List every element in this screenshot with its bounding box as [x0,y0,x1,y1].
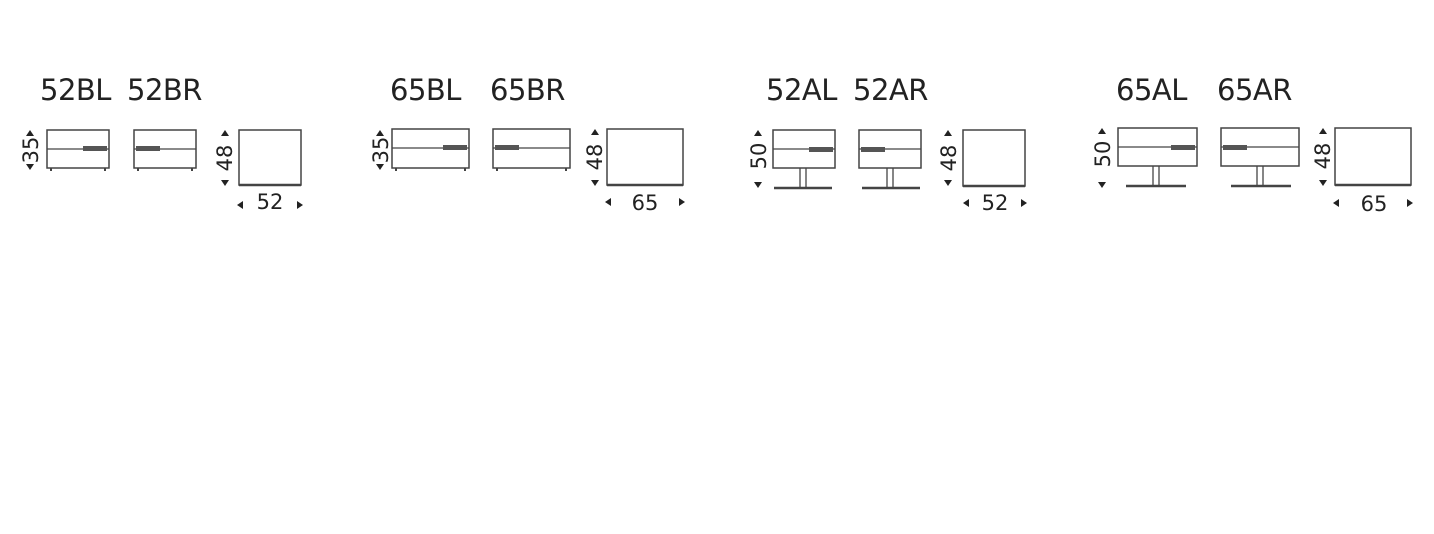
front-height-dimension: 35 [369,130,393,170]
arrow-right-icon [1021,199,1027,207]
arrow-up-icon [591,129,599,135]
arrow-up-icon [26,130,34,136]
arrow-up-icon [754,130,762,136]
variant-drawing: 35 48 65 [369,128,685,215]
width-value: 65 [1361,192,1388,216]
width-dimension: 65 [605,191,685,215]
nightstand-front-right [1220,127,1300,188]
variant-label-right: 52AR [853,73,928,107]
front-height-value: 50 [1091,141,1115,168]
side-height-value: 48 [1311,143,1335,170]
drawer-handle-icon [443,145,467,150]
front-height-dimension: 50 [747,130,771,188]
drawer-handle-icon [495,145,519,150]
front-height-dimension: 50 [1091,128,1115,188]
front-height-value: 35 [19,137,43,164]
variant-label-left: 52AL [766,73,837,107]
nightstand-front-right [858,129,922,190]
side-view-box [962,129,1026,187]
variant-drawing: 50 48 52 [747,129,1027,215]
arrow-down-icon [1098,182,1106,188]
width-dimension: 52 [963,191,1027,215]
front-height-dimension: 35 [19,130,43,170]
variant-group-52a: 52AL 52AR 50 48 [740,70,1080,230]
arrow-right-icon [1407,199,1413,207]
arrow-down-icon [1319,180,1327,186]
arrow-right-icon [297,201,303,209]
side-height-value: 48 [213,145,237,172]
side-height-value: 48 [583,144,607,171]
variant-label-right: 65BR [490,73,565,107]
variant-label-right: 52BR [127,73,202,107]
arrow-up-icon [1319,128,1327,134]
arrow-down-icon [26,164,34,170]
variant-label-right: 65AR [1217,73,1292,107]
width-value: 65 [632,191,659,215]
variant-label-left: 65BL [390,73,461,107]
arrow-up-icon [221,130,229,136]
arrow-up-icon [1098,128,1106,134]
width-dimension: 52 [237,190,303,214]
drawer-handle-icon [1171,145,1195,150]
width-dimension: 65 [1333,192,1413,216]
front-height-value: 50 [747,143,771,170]
side-view-box [238,129,302,186]
side-height-dimension: 48 [937,130,961,186]
variant-drawing: 35 48 52 [19,129,303,214]
arrow-down-icon [376,164,384,170]
arrow-up-icon [376,130,384,136]
arrow-up-icon [944,130,952,136]
drawer-handle-icon [809,147,833,152]
side-view-box [606,128,684,186]
arrow-left-icon [605,198,611,206]
width-value: 52 [982,191,1009,215]
drawer-handle-icon [136,146,160,151]
nightstand-front-left [1117,127,1198,188]
width-value: 52 [257,190,284,214]
variant-drawing: 50 48 65 [1091,127,1413,216]
arrow-down-icon [754,182,762,188]
nightstand-front-left [391,128,470,171]
variant-label-left: 65AL [1116,73,1187,107]
side-view-box [1334,127,1412,186]
variant-group-65a: 65AL 65AR 50 48 [1090,70,1430,230]
side-height-value: 48 [937,145,961,172]
nightstand-front-right [492,128,571,171]
arrow-down-icon [944,180,952,186]
side-height-dimension: 48 [1311,128,1335,186]
side-height-dimension: 48 [583,129,607,186]
drawer-handle-icon [83,146,107,151]
drawer-handle-icon [1223,145,1247,150]
drawer-handle-icon [861,147,885,152]
arrow-down-icon [591,180,599,186]
front-height-value: 35 [369,137,393,164]
arrow-down-icon [221,180,229,186]
variant-group-65b: 65BL 65BR 35 48 [365,70,705,230]
variant-label-left: 52BL [40,73,111,107]
arrow-right-icon [679,198,685,206]
arrow-left-icon [237,201,243,209]
nightstand-front-left [772,129,836,190]
arrow-left-icon [1333,199,1339,207]
nightstand-front-left [46,129,110,171]
variant-group-52b: 52BL 52BR 35 48 [15,70,355,230]
nightstand-front-right [133,129,197,171]
side-height-dimension: 48 [213,130,237,186]
arrow-left-icon [963,199,969,207]
